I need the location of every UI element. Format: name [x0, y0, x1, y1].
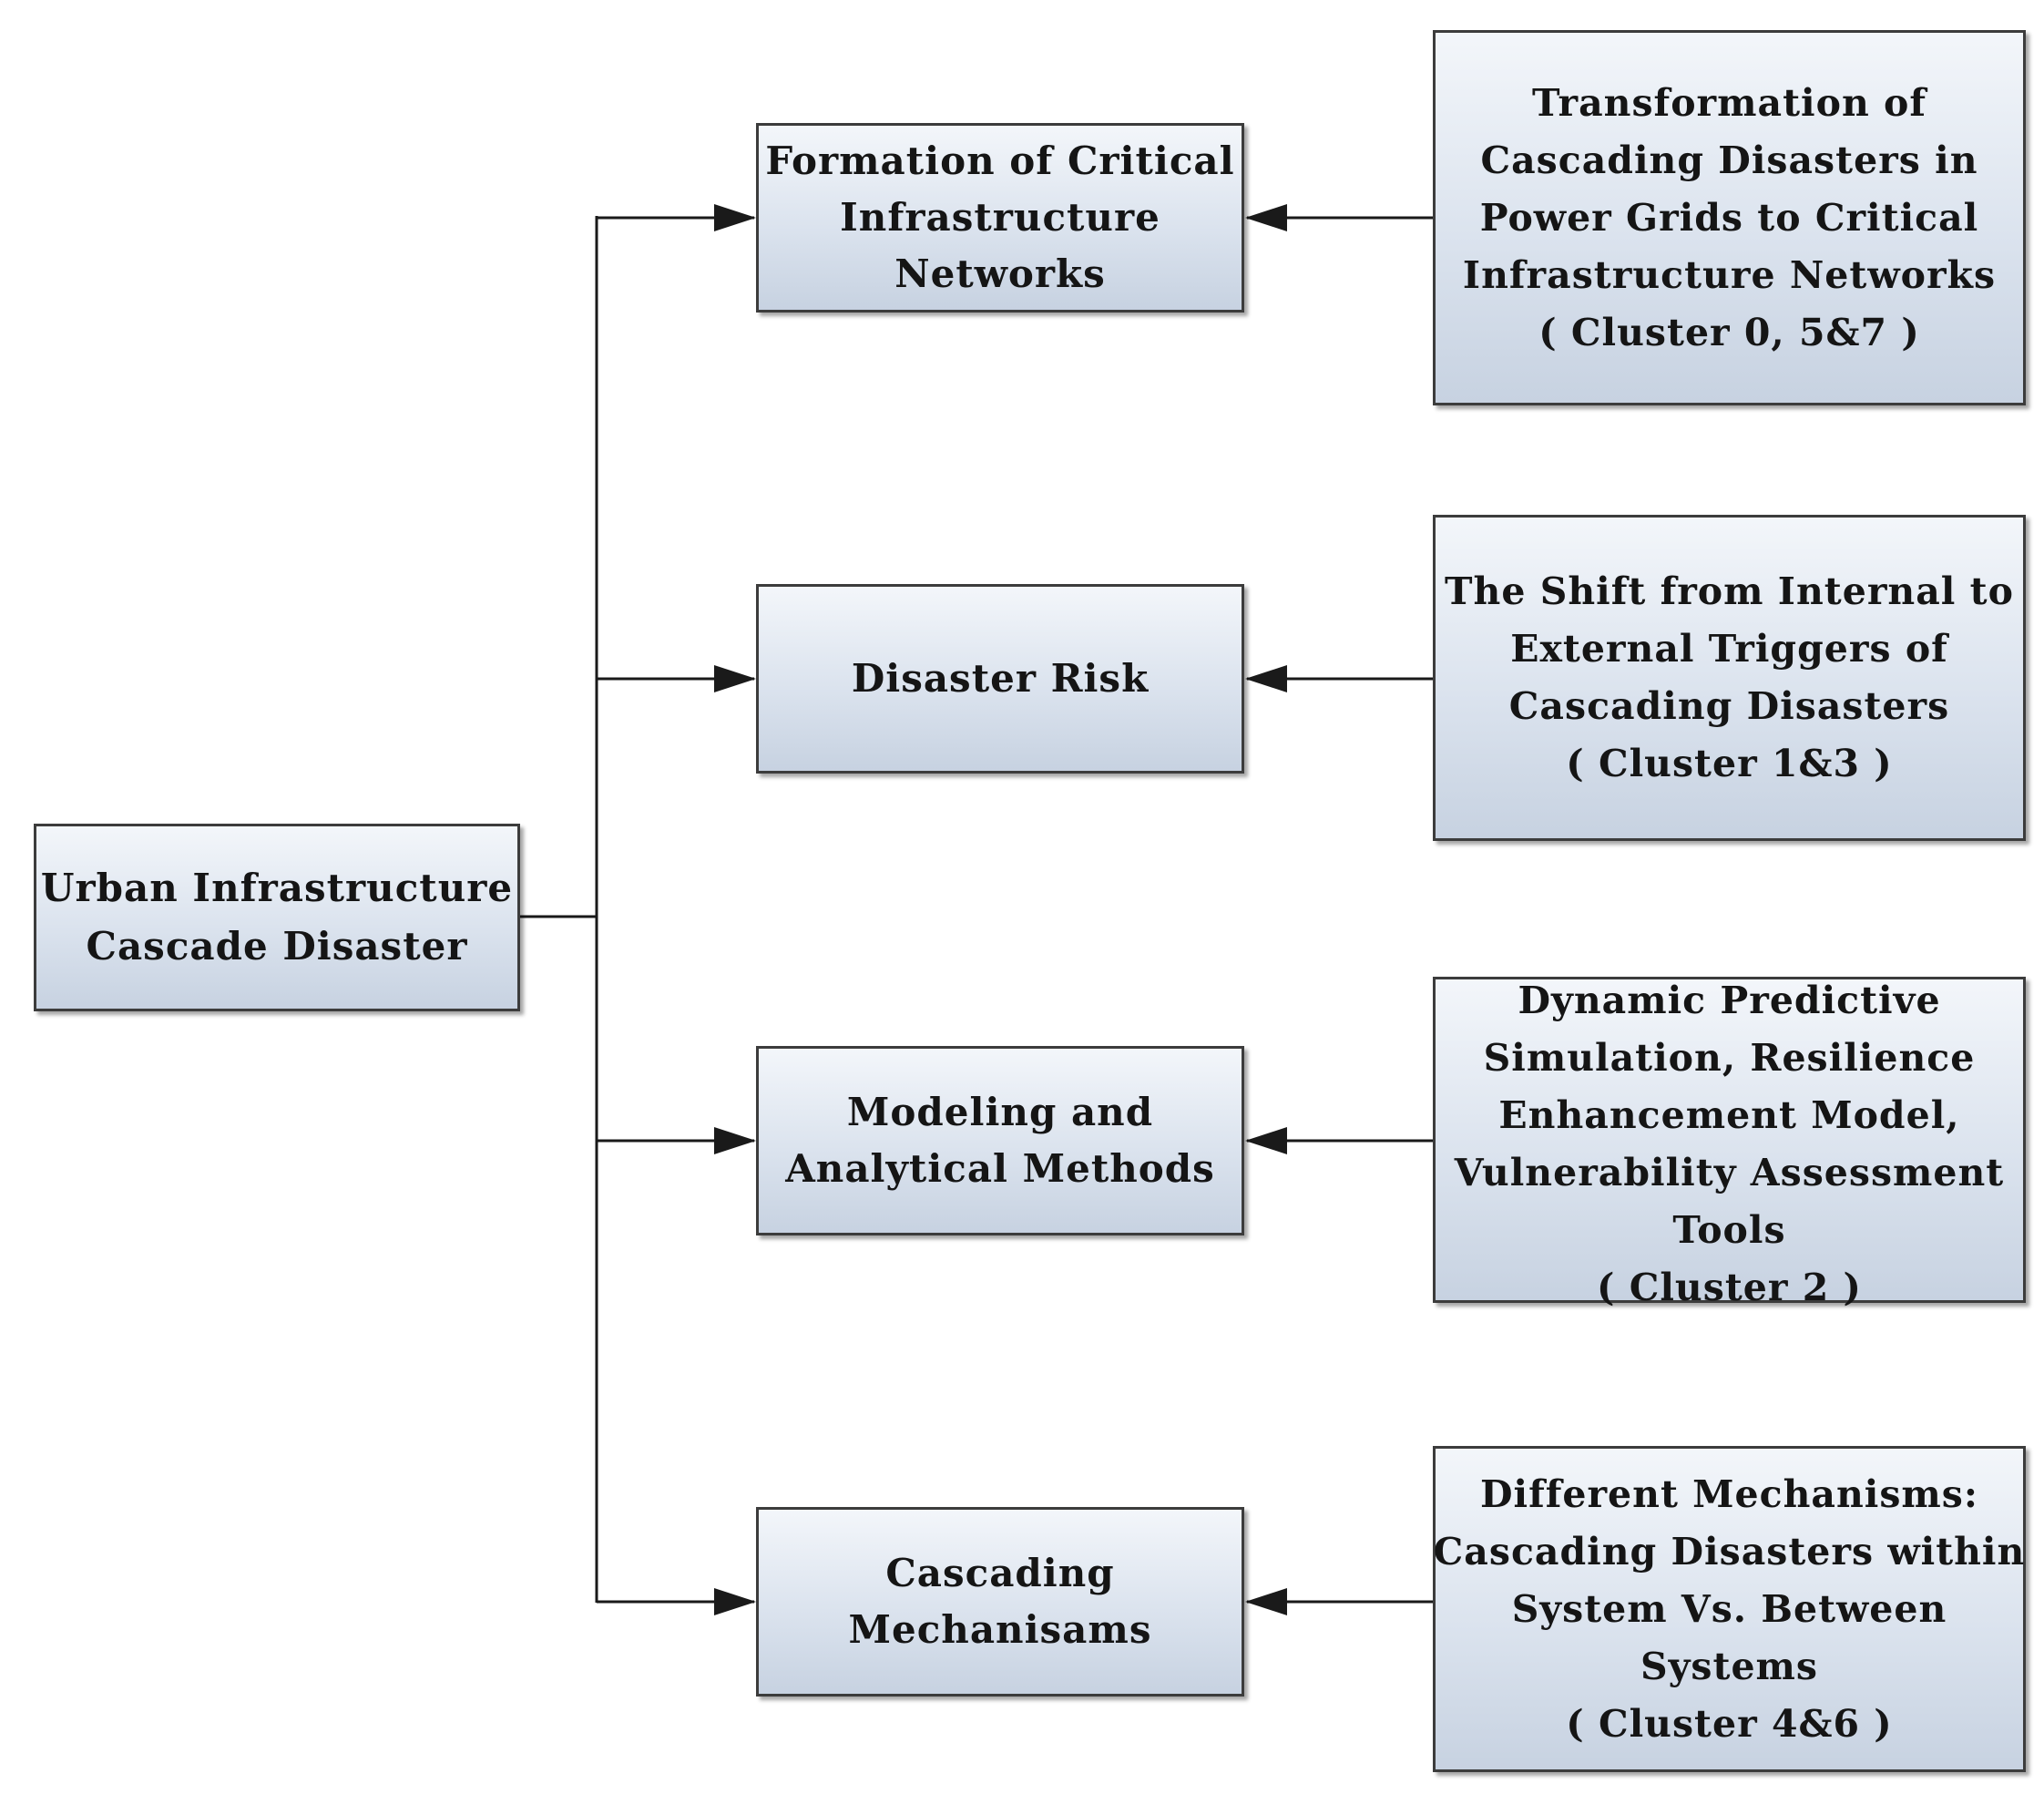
detail-1-line-5: ( Cluster 0, 5&7 )	[1538, 310, 1920, 354]
theme-node-cascading-mechanisms: Cascading Mechanisams	[756, 1507, 1244, 1697]
detail-3-line-6: ( Cluster 2 )	[1597, 1266, 1862, 1309]
theme-node-modeling-methods: Modeling and Analytical Methods	[756, 1046, 1244, 1235]
theme-node-disaster-risk: Disaster Risk	[756, 584, 1244, 774]
root-node: Urban Infrastructure Cascade Disaster	[34, 824, 520, 1011]
detail-1-line-2: Cascading Disasters in	[1480, 138, 1978, 182]
theme-1-line-3: Networks	[894, 251, 1106, 296]
detail-1-text: Transformation of Cascading Disasters in…	[1463, 75, 1996, 362]
theme-1-line-2: Infrastructure	[840, 195, 1160, 240]
theme-2-line-1: Disaster Risk	[851, 656, 1150, 701]
root-line-2: Cascade Disaster	[86, 924, 468, 969]
root-node-text: Urban Infrastructure Cascade Disaster	[41, 859, 513, 976]
detail-2-line-3: Cascading Disasters	[1508, 684, 1950, 728]
detail-4-line-5: ( Cluster 4&6 )	[1566, 1701, 1893, 1746]
detail-4-text: Different Mechanisms: Cascading Disaster…	[1434, 1466, 2026, 1753]
detail-node-cluster-0-5-7: Transformation of Cascading Disasters in…	[1433, 30, 2026, 405]
detail-4-line-2: Cascading Disasters within	[1433, 1529, 2026, 1574]
theme-4-line-2: Mechanisams	[848, 1607, 1152, 1652]
detail-node-cluster-1-3: The Shift from Internal to External Trig…	[1433, 515, 2026, 841]
detail-2-text: The Shift from Internal to External Trig…	[1445, 563, 2014, 793]
detail-4-line-4: Systems	[1640, 1644, 1818, 1688]
detail-2-line-2: External Triggers of	[1510, 627, 1948, 671]
detail-3-line-2: Simulation, Resilience	[1483, 1036, 1976, 1080]
detail-2-line-4: ( Cluster 1&3 )	[1566, 742, 1893, 785]
detail-3-text: Dynamic Predictive Simulation, Resilienc…	[1455, 972, 2005, 1317]
detail-3-line-1: Dynamic Predictive	[1518, 979, 1941, 1022]
detail-4-line-1: Different Mechanisms:	[1479, 1471, 1979, 1516]
detail-1-line-1: Transformation of	[1531, 80, 1927, 125]
theme-node-critical-infrastructure: Formation of Critical Infrastructure Net…	[756, 123, 1244, 313]
theme-4-line-1: Cascading	[885, 1551, 1115, 1595]
detail-2-line-1: The Shift from Internal to	[1445, 569, 2014, 613]
theme-4-text: Cascading Mechanisams	[849, 1545, 1152, 1658]
detail-4-line-3: System Vs. Between	[1511, 1586, 1947, 1631]
theme-3-line-2: Analytical Methods	[785, 1146, 1215, 1191]
detail-3-line-5: Tools	[1672, 1208, 1786, 1252]
detail-1-line-3: Power Grids to Critical	[1479, 195, 1979, 240]
detail-node-cluster-4-6: Different Mechanisms: Cascading Disaster…	[1433, 1446, 2026, 1772]
detail-3-line-3: Enhancement Model,	[1498, 1093, 1960, 1137]
theme-3-line-1: Modeling and	[846, 1090, 1154, 1134]
theme-1-text: Formation of Critical Infrastructure Net…	[765, 133, 1234, 302]
detail-1-line-4: Infrastructure Networks	[1462, 252, 1997, 297]
theme-1-line-1: Formation of Critical	[765, 138, 1235, 183]
theme-3-text: Modeling and Analytical Methods	[785, 1084, 1215, 1197]
root-line-1: Urban Infrastructure	[40, 866, 514, 910]
detail-3-line-4: Vulnerability Assessment	[1454, 1151, 2005, 1194]
detail-node-cluster-2: Dynamic Predictive Simulation, Resilienc…	[1433, 977, 2026, 1309]
theme-2-text: Disaster Risk	[852, 651, 1149, 707]
